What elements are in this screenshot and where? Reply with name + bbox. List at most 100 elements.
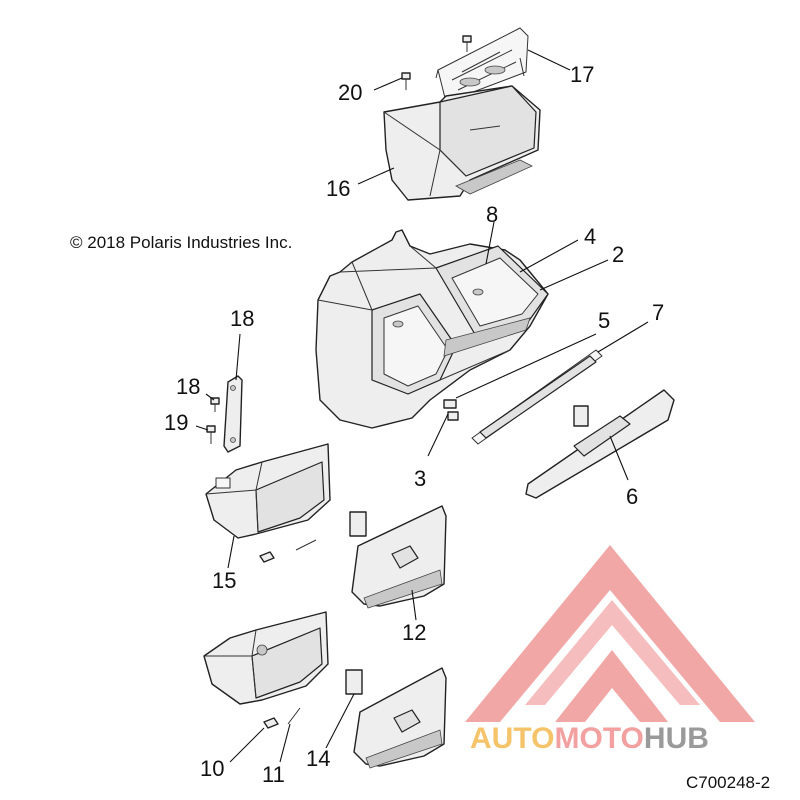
callout-8: 8 [486, 202, 498, 227]
callout-17: 18 [230, 306, 254, 331]
watermark-text-auto: AUTO [470, 722, 554, 755]
part-13-side-bin [205, 443, 331, 539]
part-16-slot [459, 77, 481, 87]
leader-3 [427, 413, 449, 457]
watermark-triangle-outer [465, 545, 755, 722]
leader-2 [539, 259, 609, 291]
lower-side-bin [203, 611, 329, 705]
part-3-clip [443, 399, 459, 421]
part-16-tabs [435, 57, 525, 79]
part-16-rivet [462, 35, 472, 52]
callout-6: 6 [626, 484, 638, 509]
callout-7: 7 [652, 300, 664, 325]
lower-access-door [353, 667, 447, 769]
leader-4 [519, 239, 579, 273]
callout-4: 4 [584, 224, 596, 249]
part-7-panel [471, 349, 603, 445]
callout-15: 16 [326, 176, 350, 201]
part-12-latch [349, 511, 367, 537]
part-16-slot [484, 65, 506, 75]
part-7-face [479, 355, 597, 439]
part-12-bottom-edge [363, 569, 443, 609]
dash-fastener [392, 320, 404, 328]
leader-18 [205, 393, 215, 401]
part-17-hole [230, 437, 236, 443]
callout-19-visible: 19 [164, 410, 188, 435]
part-17-body [223, 375, 243, 453]
callout-13: 15 [212, 568, 236, 593]
bolt [295, 539, 317, 551]
part-15-upper-box [383, 85, 541, 201]
callout-18: 18 [176, 374, 200, 399]
part-14-body [345, 669, 363, 695]
dash-edges [317, 245, 529, 381]
watermark-triangle-inner [555, 650, 668, 722]
part-4-bin [451, 257, 539, 327]
part-3-body [447, 411, 459, 421]
part-16-bracket [435, 27, 529, 103]
callout-14: 14 [306, 746, 330, 771]
part-3-body [443, 399, 457, 409]
part-6-door [525, 389, 675, 499]
watermark-text-moto: MOTO [554, 722, 643, 755]
lower-bin-edges [204, 629, 257, 699]
drawing-number: C700248-2 [686, 773, 770, 792]
nut [259, 551, 275, 563]
part-12-latch-recess [391, 545, 419, 569]
callout-3: 3 [414, 466, 426, 491]
leader-11 [279, 723, 291, 763]
callout-20: 20 [338, 80, 362, 105]
part-14-latch [345, 669, 363, 695]
callout-16: 17 [570, 62, 594, 87]
part-19-screw [206, 425, 216, 444]
leader-12 [411, 589, 417, 621]
watermark-triangle-middle [525, 600, 700, 705]
lower-bin-hole [256, 644, 268, 656]
part-10-nut [263, 717, 279, 729]
part-20-screw [401, 72, 411, 90]
part-18-screw [210, 397, 220, 412]
leader-20 [373, 77, 403, 91]
part-10-body [263, 717, 279, 729]
main-dash-assembly [315, 229, 549, 429]
watermark-text-hub: HUB [644, 722, 709, 755]
leader-13 [227, 535, 235, 569]
part-17-hole [230, 385, 236, 391]
leader-15 [357, 167, 395, 185]
part-19-head [206, 425, 216, 433]
watermark-logo [465, 545, 755, 722]
copyright-notice: © 2018 Polaris Industries Inc. [70, 233, 292, 252]
part-15-lip [455, 159, 533, 195]
callout-labels: 20 17 16 8 4 2 5 7 6 3 18 18 19 15 12 10… [164, 62, 664, 787]
part-20-head [401, 72, 411, 80]
leader-17 [235, 333, 241, 381]
part-12-door [349, 505, 447, 609]
leader-10 [229, 727, 265, 763]
rivet-head [462, 35, 472, 43]
lower-door-bottom-edge [365, 729, 443, 769]
callout-5: 5 [598, 308, 610, 333]
part-13-edges [205, 461, 263, 533]
leader-16 [527, 49, 571, 71]
callout-11: 11 [262, 762, 285, 787]
leader-8 [485, 221, 495, 265]
callout-12: 12 [402, 620, 426, 645]
part-13-tab [215, 477, 231, 489]
callout-2: 2 [612, 242, 624, 267]
part-8-fastener [472, 288, 484, 296]
part-6-recess [573, 415, 631, 457]
leader-6 [609, 435, 629, 481]
part-13-fasteners [259, 539, 317, 563]
part-11-shaft [287, 707, 301, 725]
leader-14 [325, 693, 355, 749]
leader-5 [455, 333, 597, 399]
leader-19 [195, 425, 209, 431]
part-17-strap [223, 375, 243, 453]
leader-lines [195, 49, 649, 763]
dash-inner-shadow [443, 317, 531, 357]
callout-10: 10 [200, 756, 224, 781]
part-6-latch [573, 405, 589, 427]
leader-7 [597, 321, 649, 353]
